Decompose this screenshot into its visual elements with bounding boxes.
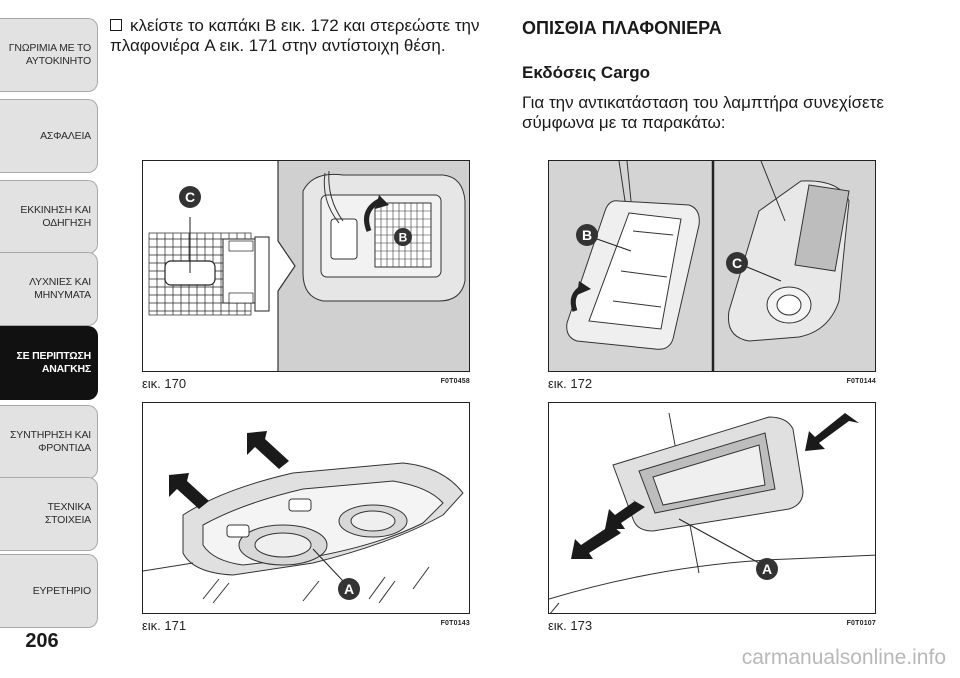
tab-warning-lights[interactable]: ΛΥΧΝΙΕΣ ΚΑΙ ΜΗΝΥΜΑΤΑ: [0, 252, 98, 326]
left-column-text: κλείστε το καπάκι B εικ. 172 και στερεώσ…: [110, 16, 510, 56]
label-c-badge: [179, 186, 201, 208]
section-heading: ΟΠΙΣΘΙΑ ΠΛΑΦΟΝΙΕΡΑ: [522, 18, 722, 38]
tab-safety[interactable]: ΑΣΦΑΛΕΙΑ: [0, 99, 98, 173]
section-paragraph: Για την αντικατάσταση του λαμπτήρα συνεχ…: [522, 93, 884, 132]
figure-172-frame: B C: [548, 160, 876, 372]
figure-170: C B εικ. 170 F0T0458: [142, 160, 470, 392]
svg-text:A: A: [344, 581, 354, 597]
figure-170-caption: εικ. 170 F0T0458: [142, 376, 470, 391]
figure-170-frame: C B: [142, 160, 470, 372]
figure-171: A εικ. 171 F0T0143: [142, 402, 470, 634]
tab-index[interactable]: ΕΥΡΕΤΗΡΙΟ: [0, 554, 98, 628]
figure-170-code: F0T0458: [440, 378, 470, 385]
figure-172-illustration: B C: [549, 161, 875, 371]
figure-171-illustration: A: [143, 403, 469, 613]
figure-171-code: F0T0143: [440, 620, 470, 627]
right-column-text: ΟΠΙΣΘΙΑ ΠΛΑΦΟΝΙΕΡΑ Εκδόσεις Cargo Για τη…: [522, 18, 942, 133]
figure-171-caption: εικ. 171 F0T0143: [142, 618, 470, 633]
tab-starting-driving[interactable]: ΕΚΚΙΝΗΣΗ ΚΑΙ ΟΔΗΓΗΣΗ: [0, 180, 98, 254]
figure-172-caption: εικ. 172 F0T0144: [548, 376, 876, 391]
figure-172: B C εικ. 172 F0T0144: [548, 160, 876, 392]
tab-emergency[interactable]: ΣΕ ΠΕΡΙΠΤΩΣΗ ΑΝΑΓΚΗΣ: [0, 326, 98, 400]
figure-173-illustration: A: [549, 403, 875, 613]
figure-172-code: F0T0144: [846, 378, 876, 385]
tab-getting-to-know[interactable]: ΓΝΩΡΙΜΙΑ ΜΕ ΤΟ ΑΥΤΟΚΙΝΗΤΟ: [0, 18, 98, 92]
svg-text:A: A: [762, 561, 772, 577]
figure-170-number: εικ. 170: [142, 376, 187, 391]
figure-171-frame: A: [142, 402, 470, 614]
svg-text:C: C: [732, 255, 742, 271]
svg-text:B: B: [399, 231, 408, 245]
page-number: 206: [25, 630, 59, 652]
tab-maintenance[interactable]: ΣΥΝΤΗΡΗΣΗ ΚΑΙ ΦΡΟΝΤΙΔΑ: [0, 405, 98, 479]
figure-170-illustration: C B: [143, 161, 469, 371]
figure-173: A εικ. 173 F0T0107: [548, 402, 876, 634]
figure-173-caption: εικ. 173 F0T0107: [548, 618, 876, 633]
checkbox-bullet-icon: [110, 19, 122, 31]
figure-171-number: εικ. 171: [142, 618, 187, 633]
bullet-step-text: κλείστε το καπάκι B εικ. 172 και στερεώσ…: [110, 16, 480, 55]
label-b-badge: [394, 228, 412, 246]
section-subheading: Εκδόσεις Cargo: [522, 63, 651, 82]
figure-173-number: εικ. 173: [548, 618, 593, 633]
watermark: carmanualsonline.info: [741, 646, 946, 669]
svg-text:B: B: [582, 227, 592, 243]
figure-173-code: F0T0107: [846, 620, 876, 627]
chapter-sidebar: ΓΝΩΡΙΜΙΑ ΜΕ ΤΟ ΑΥΤΟΚΙΝΗΤΟ ΑΣΦΑΛΕΙΑ ΕΚΚΙΝ…: [0, 0, 100, 678]
svg-text:C: C: [185, 189, 195, 205]
figure-172-number: εικ. 172: [548, 376, 593, 391]
figure-173-frame: A: [548, 402, 876, 614]
tab-technical-data[interactable]: ΤΕΧΝΙΚΑ ΣΤΟΙΧΕΙΑ: [0, 477, 98, 551]
